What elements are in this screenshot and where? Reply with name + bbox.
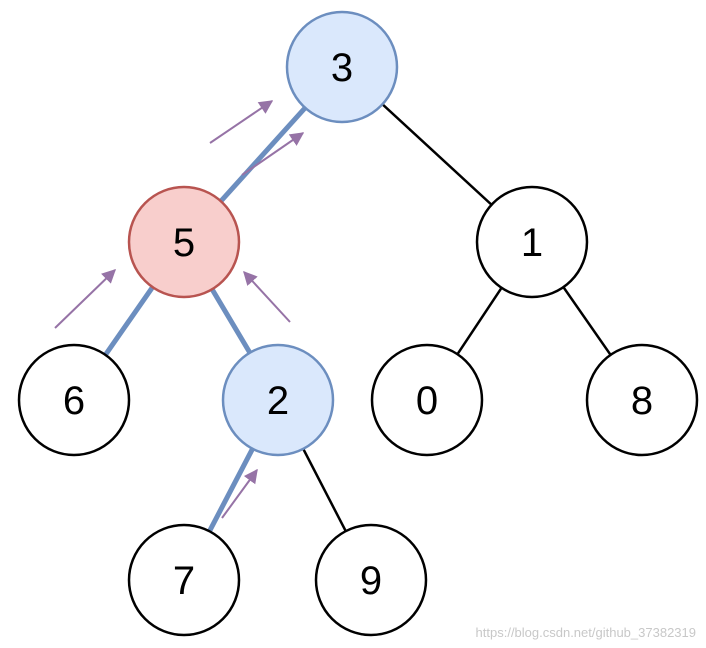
tree-node-7: 7	[127, 523, 241, 637]
node-circle	[475, 185, 589, 299]
node-label: 3	[331, 46, 353, 90]
node-label: 7	[173, 559, 195, 603]
node-label: 5	[173, 221, 195, 265]
node-label: 8	[631, 379, 653, 423]
tree-node-9: 9	[314, 523, 428, 637]
path-arrows	[54, 100, 305, 519]
node-circle	[370, 343, 484, 457]
path-arrow-3	[54, 269, 117, 329]
edges-layer	[71, 64, 644, 583]
nodes-layer: 3 5 1 6 2 0 8 7 9	[17, 10, 699, 637]
tree-node-1: 1	[475, 185, 589, 299]
node-label: 0	[416, 379, 438, 423]
node-circle	[585, 343, 699, 457]
tree-node-0: 0	[370, 343, 484, 457]
tree-node-5: 5	[127, 185, 241, 299]
node-circle	[127, 523, 241, 637]
node-circle	[285, 10, 399, 124]
tree-node-3: 3	[285, 10, 399, 124]
node-label: 2	[267, 379, 289, 423]
node-label: 9	[360, 559, 382, 603]
node-label: 1	[521, 221, 543, 265]
path-arrow-4	[243, 270, 291, 323]
tree-node-6: 6	[17, 343, 131, 457]
tree-node-8: 8	[585, 343, 699, 457]
node-label: 6	[63, 379, 85, 423]
node-circle	[314, 523, 428, 637]
node-circle	[127, 185, 241, 299]
path-arrow-2	[241, 132, 305, 176]
path-arrow-1	[209, 100, 274, 144]
path-arrow-5	[221, 468, 258, 519]
node-circle	[221, 343, 335, 457]
node-circle	[17, 343, 131, 457]
tree-node-2: 2	[221, 343, 335, 457]
watermark: https://blog.csdn.net/github_37382319	[475, 625, 696, 640]
